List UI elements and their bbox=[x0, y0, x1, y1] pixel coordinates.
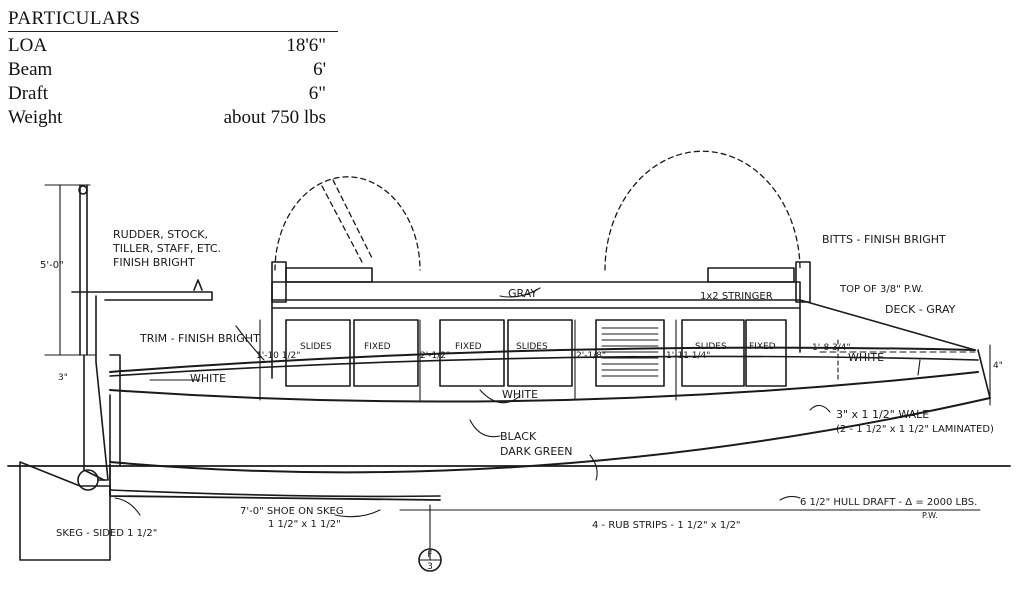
rub-strips-label: 4 - RUB STRIPS - 1 1/2" x 1/2" bbox=[592, 520, 741, 531]
shoe-label-line1: 7'-0" SHOE ON SKEG bbox=[240, 506, 344, 517]
row-value: 6" bbox=[308, 83, 326, 104]
particulars-table: PARTICULARS LOA 18'6" Beam 6' Draft 6" W… bbox=[8, 8, 338, 130]
stringer-label: 1x2 STRINGER bbox=[700, 291, 773, 302]
particulars-row-loa: LOA 18'6" bbox=[8, 34, 338, 58]
black-label: BLACK bbox=[500, 430, 537, 443]
drawing-labels: RUDDER, STOCK, TILLER, STAFF, ETC. FINIS… bbox=[40, 228, 1003, 539]
section-marker: F 3 bbox=[418, 548, 442, 572]
particulars-row-weight: Weight about 750 lbs bbox=[8, 106, 338, 130]
dim-cabin-1: 1'-10 1/2" bbox=[256, 351, 300, 361]
bitts-label: BITTS - FINISH BRIGHT bbox=[822, 233, 946, 246]
row-label: Draft bbox=[8, 83, 49, 104]
top-pw-label: TOP OF 3/8" P.W. bbox=[839, 284, 923, 295]
rudder-label-line2: TILLER, STAFF, ETC. bbox=[112, 242, 221, 255]
row-label: Beam bbox=[8, 59, 53, 80]
dim-3in-label: 3" bbox=[58, 373, 68, 383]
section-number: 3 bbox=[427, 562, 433, 572]
white-right-label: WHITE bbox=[848, 351, 884, 364]
dim-4in-label: 4" bbox=[993, 361, 1003, 371]
row-value: about 750 lbs bbox=[223, 107, 326, 128]
rudder-label-line1: RUDDER, STOCK, bbox=[113, 228, 208, 241]
dim-cabin-2: 2'-1/2" bbox=[420, 351, 450, 361]
hull-draft-label: 6 1/2" HULL DRAFT - Δ = 2000 LBS. bbox=[800, 497, 977, 508]
pw-label: P.W. bbox=[922, 511, 938, 520]
particulars-row-draft: Draft 6" bbox=[8, 82, 338, 106]
dim-5ft-label: 5'-0" bbox=[40, 260, 64, 271]
row-value: 6' bbox=[313, 59, 326, 80]
window-slides-1: SLIDES bbox=[300, 342, 332, 352]
wale-label-line2: (2 - 1 1/2" x 1 1/2" LAMINATED) bbox=[836, 424, 994, 435]
louvered-vent bbox=[601, 327, 659, 377]
door-swing-arcs bbox=[274, 150, 801, 271]
window-fixed-1: FIXED bbox=[364, 342, 391, 352]
row-value: 18'6" bbox=[286, 35, 326, 56]
dimension-lines bbox=[44, 184, 991, 561]
section-letter: F bbox=[427, 550, 432, 560]
rudder-assembly bbox=[19, 184, 213, 561]
dim-cabin-4: 1'-11 1/4" bbox=[666, 351, 710, 361]
white-mid-label: WHITE bbox=[502, 388, 538, 401]
window-slides-3: SLIDES bbox=[695, 342, 727, 352]
particulars-title: PARTICULARS bbox=[8, 8, 338, 32]
trim-label: TRIM - FINISH BRIGHT bbox=[139, 332, 260, 345]
skeg-label: SKEG - SIDED 1 1/2" bbox=[56, 528, 157, 539]
cabin bbox=[271, 261, 976, 387]
shoe-label-line2: 1 1/2" x 1 1/2" bbox=[268, 519, 341, 530]
rudder-label-line3: FINISH BRIGHT bbox=[113, 256, 195, 269]
row-label: LOA bbox=[8, 35, 48, 56]
window-slides-2: SLIDES bbox=[516, 342, 548, 352]
dark-green-label: DARK GREEN bbox=[500, 445, 572, 458]
deck-gray-label: DECK - GRAY bbox=[885, 303, 956, 316]
wale-label-line1: 3" x 1 1/2" WALE bbox=[836, 408, 929, 421]
row-label: Weight bbox=[8, 107, 63, 128]
dim-cabin-5: 1'-8 3/4" bbox=[812, 343, 851, 353]
white-left-label: WHITE bbox=[190, 372, 226, 385]
window-fixed-2: FIXED bbox=[455, 342, 482, 352]
gray-label: GRAY bbox=[508, 287, 537, 300]
dim-cabin-3: 2'-1/8" bbox=[576, 351, 606, 361]
particulars-row-beam: Beam 6' bbox=[8, 58, 338, 82]
window-fixed-3: FIXED bbox=[749, 342, 776, 352]
